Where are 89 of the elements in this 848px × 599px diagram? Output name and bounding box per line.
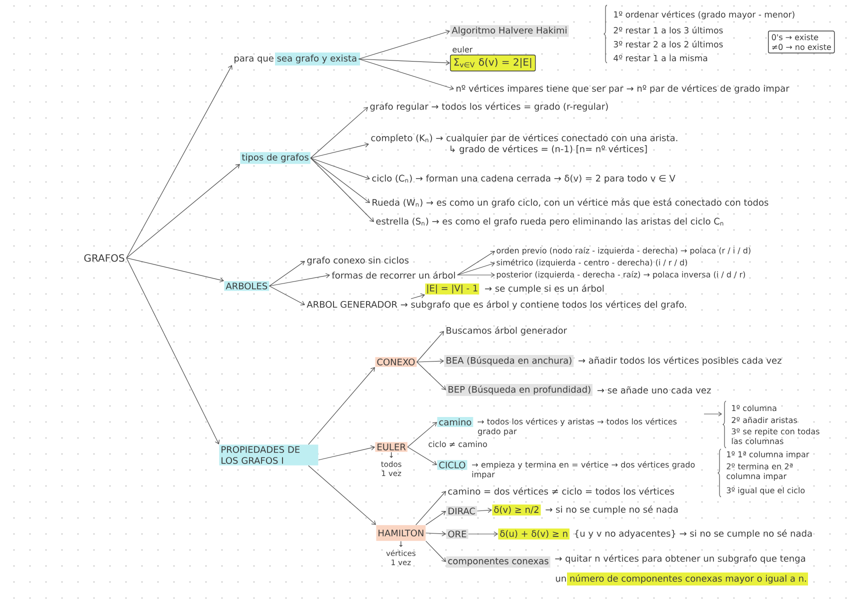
arrow [308, 465, 376, 525]
note-text: camino = dos vértices ≠ ciclo = todos los vértices [448, 487, 674, 495]
note-text: nº vértices impares tiene que ser par → nº par de vértices de grado impar [456, 84, 790, 94]
list-item: 3º se repite con todas las columnas [732, 428, 820, 444]
highlighted-formula: δ(v) ≥ n/2 [492, 504, 541, 516]
highlighted-term: HAMILTON [376, 525, 426, 541]
note-text: simétrico (izquierda - centro - derecha) (i / r / d) [496, 258, 688, 268]
arrow [269, 286, 305, 306]
highlighted-term: CONEXO [375, 357, 417, 367]
arrow [318, 445, 375, 460]
highlighted-term: EULER [375, 442, 408, 452]
note-text: grafo regular → todos los vértices = grado (r-regular) [370, 102, 608, 112]
arrow [310, 107, 368, 158]
arrow [416, 358, 444, 364]
list-item: 2º restar 1 a los 3 últimos [614, 26, 723, 34]
highlighted-term: camino [437, 417, 474, 427]
list-item: 2º añadir aristas [732, 416, 798, 424]
side-note: {u y v no adyacentes} → si no se cumple no sé nada [575, 529, 812, 539]
arrow [426, 531, 446, 536]
highlighted-term: Algoritmo Halvere Hakimi [450, 25, 569, 37]
side-note: → se cumple si es un árbol [485, 284, 604, 294]
arrow [310, 158, 374, 222]
list-item: ciclo ≠ camino [428, 440, 487, 448]
arrow [358, 30, 450, 60]
side-note: → todos los vértices y aristas → todos los vértices grado par [478, 418, 677, 436]
highlighted-term: PROPIEDADES DE LOS GRAFOS I [219, 444, 318, 466]
note-text: ARBOL GENERADOR → subgrafo que es árbol y contiene todos los vértices del grafo. [306, 300, 686, 310]
highlighted-formula: δ(u) + δ(v) ≥ n [498, 528, 570, 540]
arrow [269, 273, 330, 286]
highlighted-term: ARBOLES [224, 281, 270, 291]
note-text: posterior (izquierda - derecha - raíz) → polaca inversa (i / d / r) [496, 270, 745, 280]
highlighted-term: BEA (Búsqueda en anchura) [444, 354, 574, 368]
arrow [457, 250, 495, 276]
highlighted-formula: |E| = |V| - 1 [425, 284, 480, 294]
side-note: → quitar n vértices para obtener un subgrafo que tenga [555, 554, 806, 564]
box-heading: euler [452, 46, 473, 52]
highlighted-term: DIRAC [446, 506, 477, 516]
arrow [416, 331, 444, 362]
note-text: estrella (S$_{n}$) → es como el grafo rueda pero eliminando las aristas del ciclo C$_{n}$ [376, 218, 724, 226]
highlighted-term: BEP (Búsqueda en profundidad) [446, 384, 593, 396]
note-text: Rueda (W$_{n}$) → es como un grafo ciclo, con un vértice más que está conectado con todos [372, 198, 768, 208]
arrow [407, 422, 437, 448]
arrow [126, 65, 232, 258]
highlighted-term: componentes conexas [446, 556, 550, 568]
arrow [126, 164, 240, 258]
list-item: 1º columna [732, 404, 776, 412]
arrow [407, 446, 437, 466]
side-note: → añadir todos los vértices posibles cada vez [578, 356, 782, 366]
arrow [410, 293, 425, 300]
arrow [308, 367, 375, 445]
highlighted-note: un número de componentes conexas mayor o igual a n. [556, 572, 808, 586]
list-item: 1º ordenar vértices (grado mayor - menor) [614, 10, 794, 20]
arrow [416, 491, 446, 526]
arrow [468, 531, 498, 537]
arrow [426, 540, 446, 562]
note-text: completo (K$_{n}$) → cualquier par de vértices conectado con una arista. ↳ grado de vértices = (n-1) [n= nº vértices] [371, 134, 678, 154]
arrow [457, 272, 495, 278]
highlighted-term: tipos de grafos [240, 152, 310, 164]
arrow [126, 258, 224, 282]
highlighted-term: CICLO [437, 460, 468, 470]
arrow [476, 508, 492, 513]
note-text: ciclo (C$_{n}$) → forman una cadena cerrada → δ(v) = 2 para todo v ∈ V [372, 174, 676, 184]
arrow [269, 261, 305, 286]
arrow [457, 262, 495, 276]
arrow [310, 142, 370, 158]
side-note: → si no se cumple no sé nada [546, 505, 678, 515]
highlighted-text: para que sea grafo y exista [234, 52, 360, 66]
side-note: → se añade uno cada vez [597, 386, 711, 394]
list-item: 3º igual que el ciclo [726, 487, 805, 495]
arrow [426, 511, 446, 526]
list-item: 1º 1ª columna impar [727, 451, 810, 459]
arrow [126, 258, 220, 444]
note-text: Buscamos árbol generador [446, 326, 567, 336]
side-note: → empieza y termina en = vértice → dos vértices grado impar [472, 461, 695, 479]
arrow [416, 362, 446, 390]
list-item: 2º termina en 2ª columna impar [726, 463, 793, 481]
arrow [358, 58, 454, 90]
central-topic: GRAFOS [84, 254, 124, 262]
note-text: orden previo (nodo raíz - izquierda - derecha) → polaca (r / i / d) [496, 246, 750, 256]
arrow [310, 158, 370, 180]
highlighted-term: ORE [446, 529, 468, 539]
arrow [310, 158, 370, 203]
list-item: 4º restar 1 a la misma [614, 54, 708, 62]
list-item: 3º restar 2 a los 2 últimos [614, 40, 723, 48]
arrow [358, 58, 450, 66]
note-text: grafo conexo sin ciclos [307, 256, 409, 266]
formula-box: Σ$_{v∈V}$ δ(v) = 2|E| [450, 54, 536, 72]
note-text: formas de recorrer un árbol [332, 271, 455, 279]
note-box: 0's → existe ≠0 → no existe [768, 30, 835, 54]
